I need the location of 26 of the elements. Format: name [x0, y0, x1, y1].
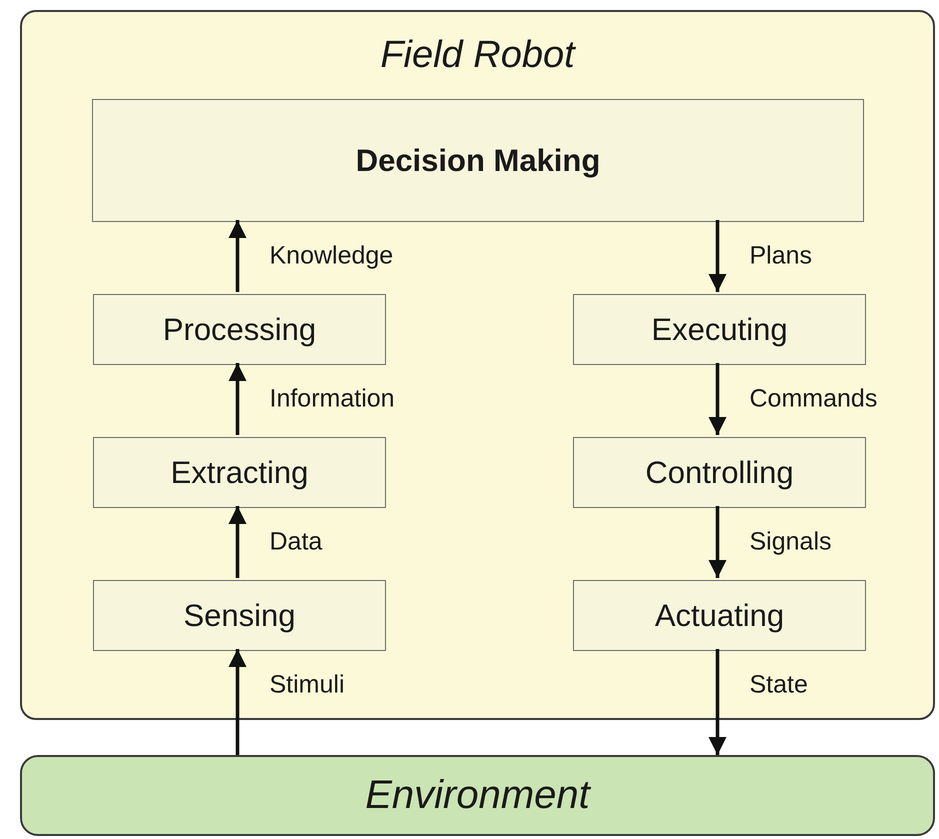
environment-bar — [20, 755, 935, 836]
arrow — [708, 220, 726, 292]
process-box — [93, 437, 386, 508]
process-box — [573, 294, 866, 365]
process-box — [573, 437, 866, 508]
box-label: Decision Making — [356, 142, 600, 178]
arrow — [708, 649, 726, 755]
process-box — [93, 580, 386, 651]
box-label: Extracting — [170, 454, 308, 490]
process-box — [92, 99, 864, 222]
box-label: Sensing — [183, 598, 296, 634]
arrow — [228, 363, 246, 435]
box-label: Executing — [651, 312, 788, 348]
system-frame — [20, 10, 935, 720]
process-box — [573, 580, 866, 651]
box-label: Actuating — [654, 598, 784, 634]
arrow — [708, 363, 726, 435]
arrow — [228, 220, 246, 292]
process-box — [93, 294, 386, 365]
box-label: Controlling — [645, 454, 794, 490]
box-label: Processing — [162, 312, 316, 348]
arrow — [228, 506, 246, 578]
arrow — [228, 649, 246, 755]
frame-title: Field Robot — [380, 34, 575, 77]
environment-label: Environment — [365, 773, 590, 818]
arrow — [708, 506, 726, 578]
